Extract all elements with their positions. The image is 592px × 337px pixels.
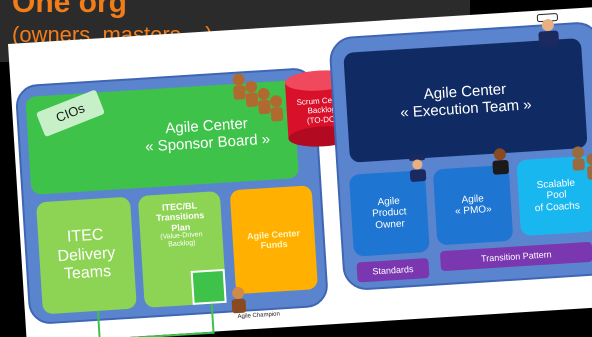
funds-line2: Funds bbox=[260, 238, 288, 251]
org-diagram-slide: Agile Center « Sponsor Board » CIOs ITEC… bbox=[8, 6, 592, 337]
people-group-icon bbox=[232, 73, 284, 122]
product-owner-box: Agile Product Owner bbox=[348, 170, 430, 257]
pmo-person-icon bbox=[492, 148, 509, 175]
standards-label: Standards bbox=[372, 263, 414, 277]
transitions-doc-icon bbox=[190, 268, 227, 305]
captain-icon bbox=[536, 13, 560, 48]
agile-champion-icon bbox=[231, 287, 247, 314]
cios-label: CIOs bbox=[53, 99, 87, 125]
coaches-group-icon bbox=[571, 146, 592, 180]
execution-team-box: Agile Center « Execution Team » bbox=[343, 38, 588, 163]
delivery-line1: ITEC bbox=[66, 226, 104, 247]
delivery-teams-box: ITEC Delivery Teams bbox=[36, 196, 137, 315]
agile-champion-label: Agile Champion bbox=[237, 311, 281, 321]
coach-line3: of Coachs bbox=[534, 200, 581, 214]
delivery-line3: Teams bbox=[63, 263, 112, 284]
transition-pattern-label: Transition Pattern bbox=[480, 249, 552, 264]
page-title: One org bbox=[12, 0, 128, 19]
po-line3: Owner bbox=[375, 218, 406, 232]
sponsor-board-line2: « Sponsor Board » bbox=[144, 130, 271, 156]
execution-line2: « Execution Team » bbox=[399, 96, 533, 122]
transitions-line5: Backlog) bbox=[168, 239, 196, 249]
product-owner-person-icon bbox=[408, 154, 427, 182]
funds-box: Agile Center Funds bbox=[229, 185, 318, 295]
pmo-line2: « PMO» bbox=[454, 203, 493, 218]
pmo-box: Agile « PMO» bbox=[432, 164, 514, 246]
